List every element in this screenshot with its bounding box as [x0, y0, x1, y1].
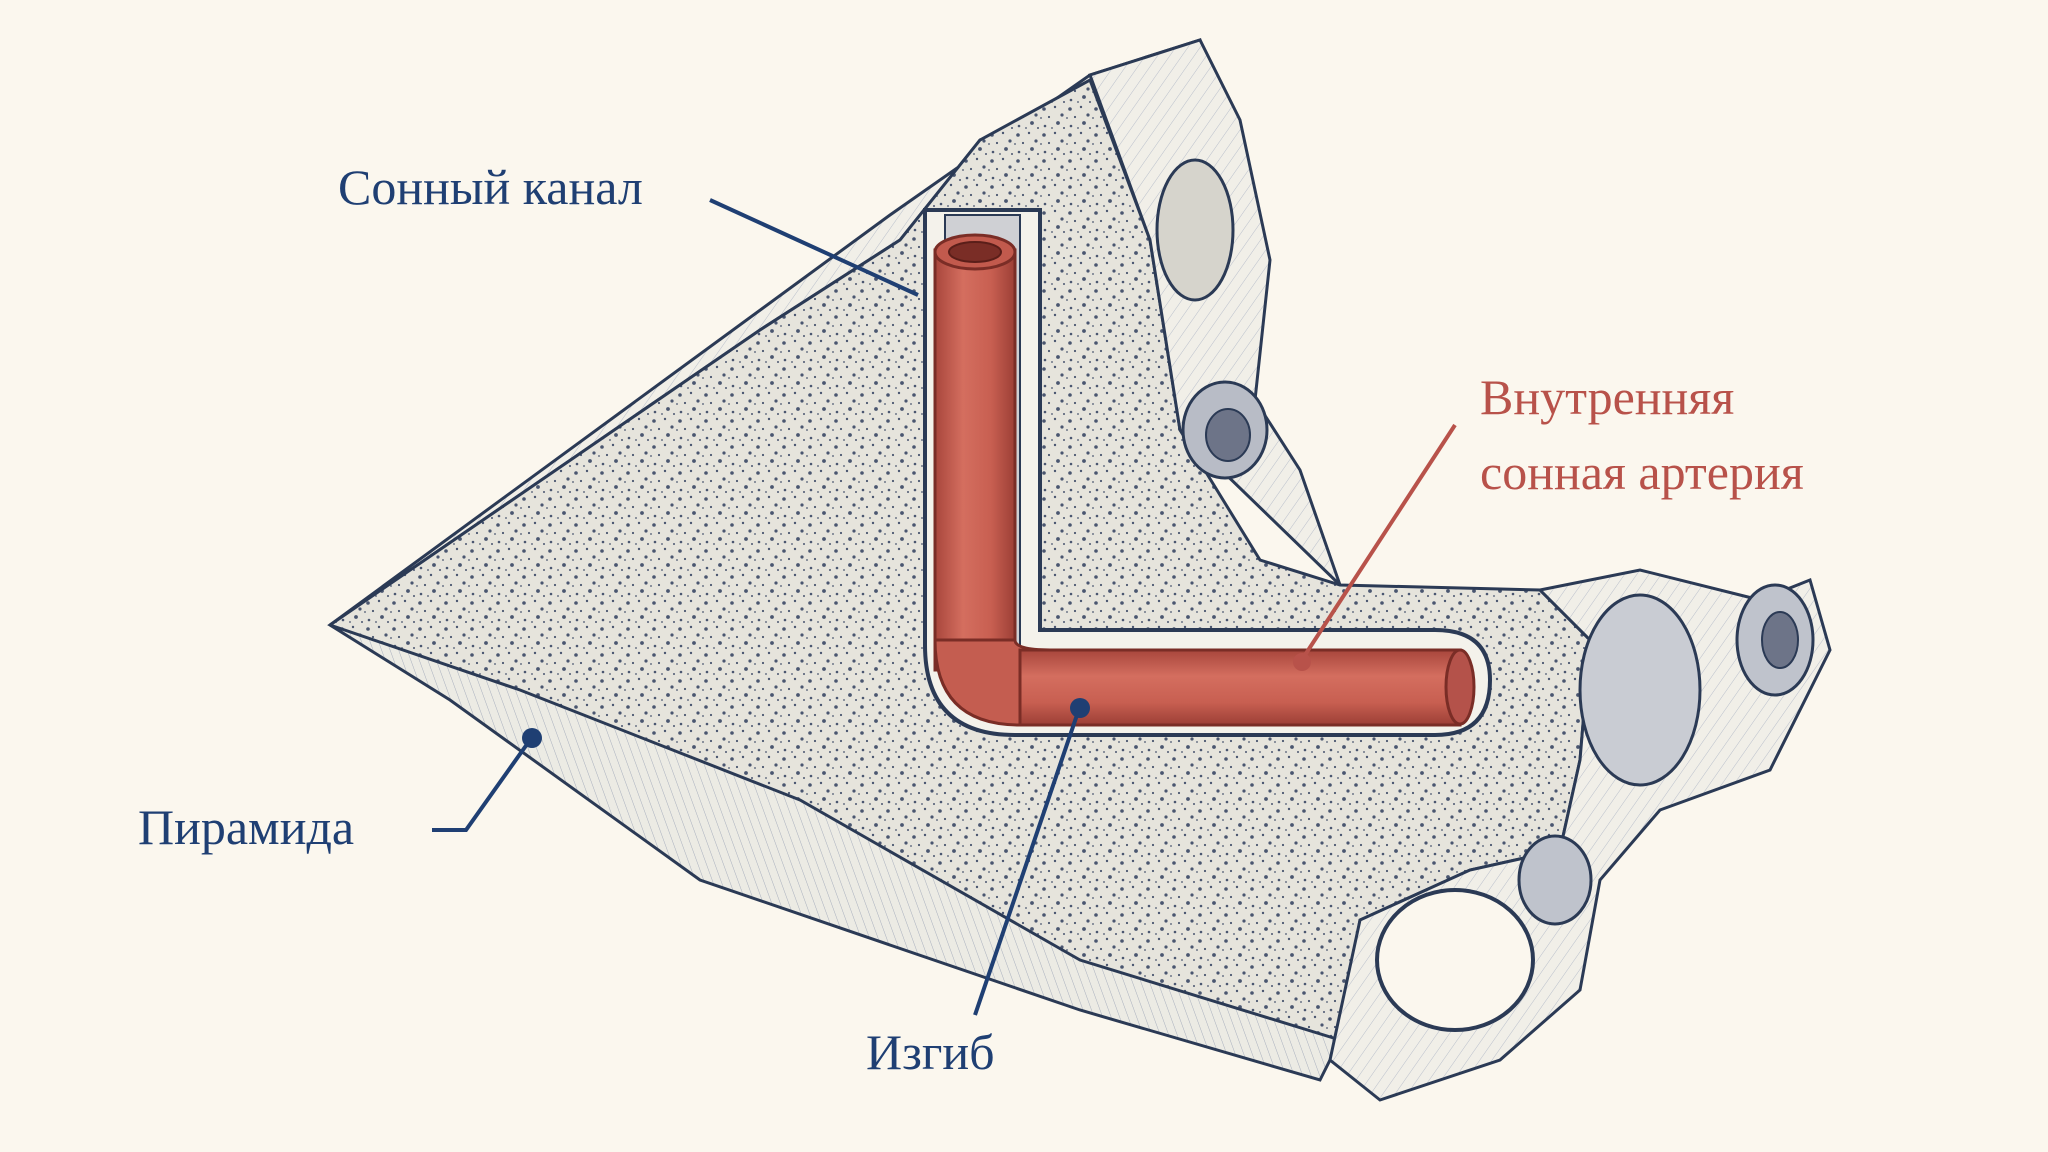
foramen-lower	[1375, 888, 1535, 1032]
leader-bend	[973, 711, 1080, 1016]
label-bend: Изгиб	[866, 1024, 995, 1080]
leader-artery-dot	[1293, 653, 1311, 671]
leader-canal	[709, 198, 919, 297]
cavity-middle-inner	[1205, 408, 1251, 462]
cavity-right-2-inner	[1761, 611, 1799, 669]
artery-vertical	[933, 248, 1017, 672]
label-internal-carotid-artery-line2: сонная артерия	[1480, 444, 1804, 500]
artery-horizontal-end	[1444, 648, 1476, 726]
label-internal-carotid-artery-line1: Внутренняя	[1480, 369, 1735, 425]
leader-artery	[1303, 423, 1457, 657]
label-pyramid: Пирамида	[138, 799, 355, 855]
leader-pyramid-dot	[522, 728, 542, 748]
bone-right-block	[1088, 38, 1342, 587]
cavity-lower-side	[1517, 834, 1593, 926]
label-carotid-canal: Сонный канал	[338, 159, 643, 215]
cavity-right-1	[1578, 593, 1702, 787]
artery-opening-inner	[948, 241, 1002, 263]
leader-bend-dot	[1070, 698, 1090, 718]
artery-horizontal	[1018, 648, 1462, 727]
cavity-upper	[1155, 158, 1235, 302]
leader-pyramid	[432, 738, 532, 832]
